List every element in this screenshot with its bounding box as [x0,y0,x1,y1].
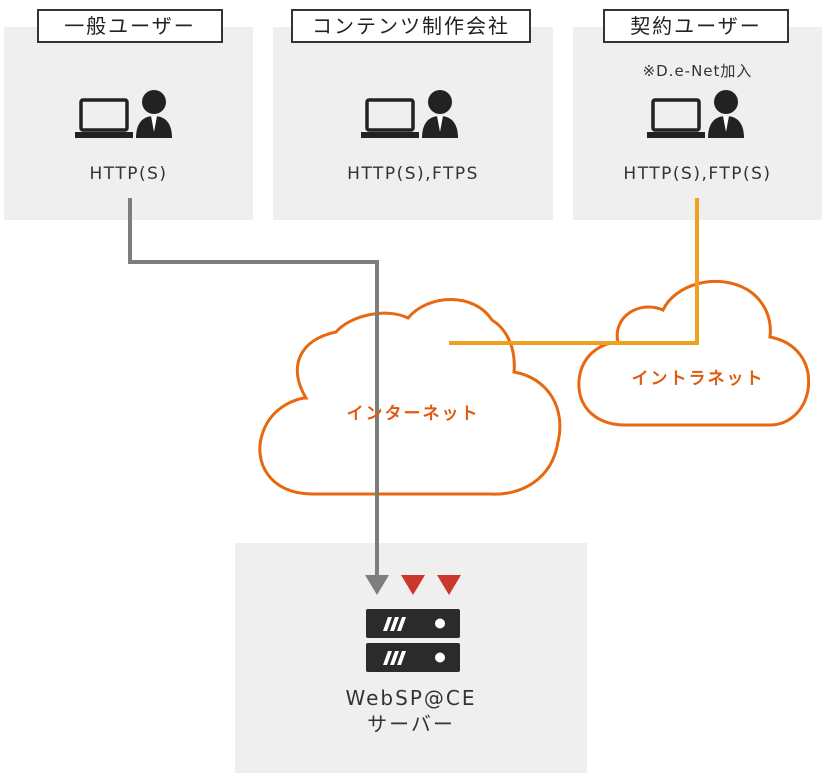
contract-user-protocol: HTTP(S),FTP(S) [623,164,772,184]
server-label: サーバー [367,712,455,736]
person-laptop-icon-2 [361,90,458,138]
general-user-protocol: HTTP(S) [89,164,168,184]
red-arrowhead-2 [437,575,461,595]
content-company-protocol: HTTP(S),FTPS [347,164,479,184]
internet-label: インターネット [346,404,480,424]
server-icon [366,609,460,672]
gray-arrowhead [365,575,389,595]
content-company-tag: コンテンツ制作会社 [291,9,531,43]
person-laptop-icon-3 [647,90,744,138]
intranet-cloud [577,279,811,427]
person-laptop-icon-1 [75,90,172,138]
d-enet-note: ※D.e-Net加入 [642,62,753,80]
contract-user-line [449,198,699,345]
internet-cloud [258,298,562,496]
general-user-line [128,198,379,576]
red-arrowhead-1 [401,575,425,595]
contract-user-tag: 契約ユーザー [603,9,789,43]
general-user-tag: 一般ユーザー [37,9,223,43]
server-name: WebSP@CE [345,686,477,710]
intranet-label: イントラネット [631,369,765,389]
